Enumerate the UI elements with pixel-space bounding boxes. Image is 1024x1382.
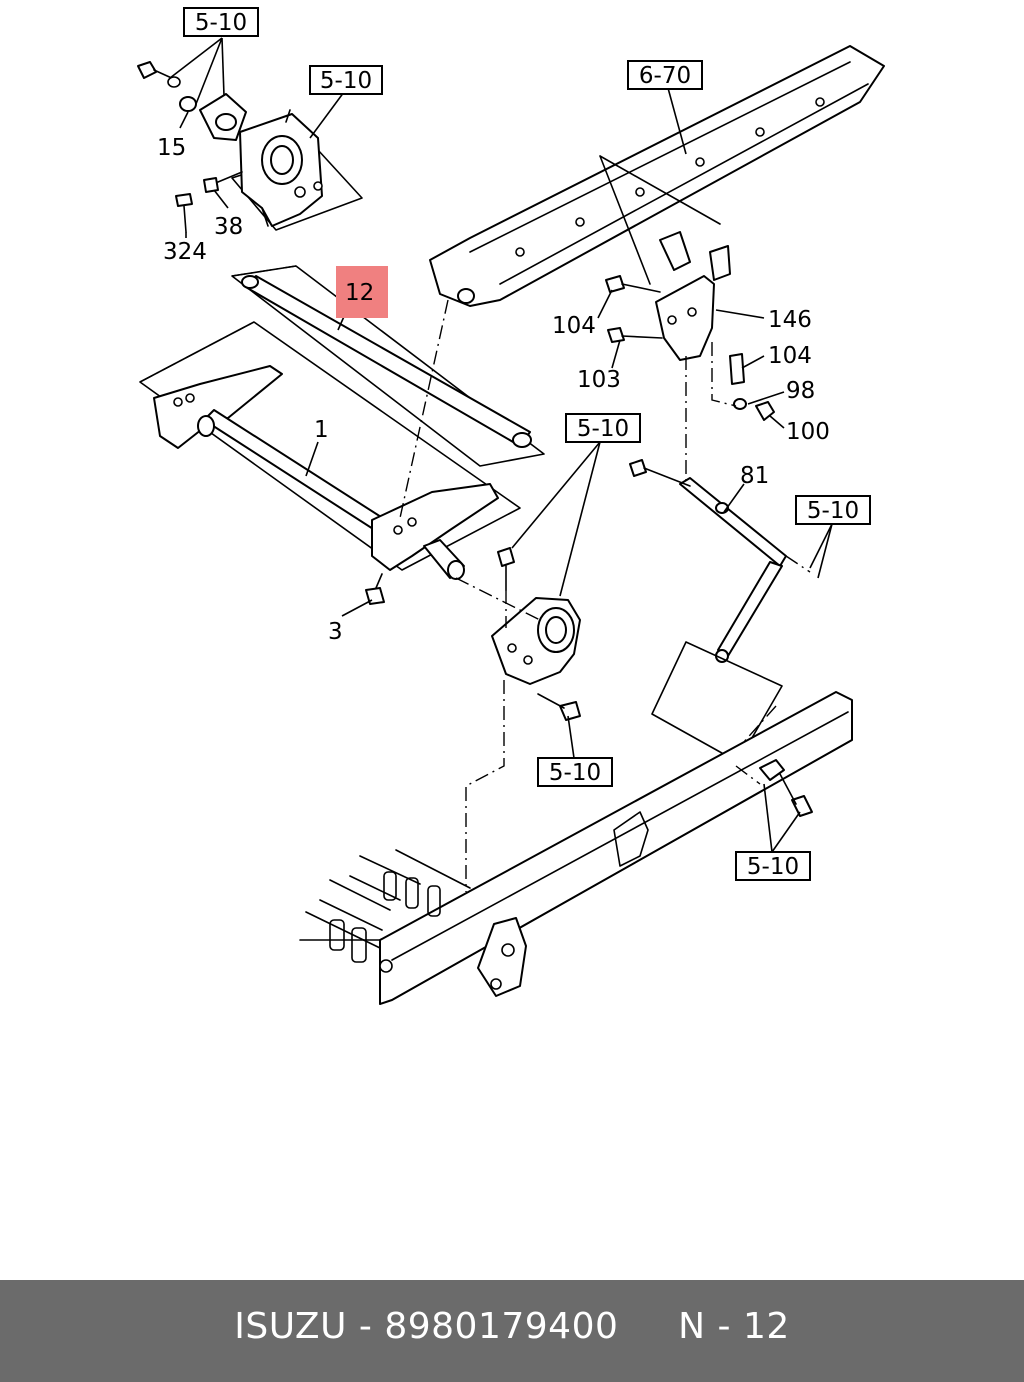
callout-1: 1 (314, 417, 329, 443)
reference-label: 5-10 (807, 498, 859, 524)
part-number: 8980179400 (384, 1306, 619, 1347)
footer-caption: ISUZU - 8980179400 N - 12 (0, 1306, 1024, 1347)
bolts-103-104-fasteners-98-100 (605, 275, 775, 421)
callout-numbers: 15 38 324 12 1 3 104 146 103 104 98 100 … (157, 135, 830, 645)
reference-label: 6-70 (639, 63, 691, 89)
bolt-15-washer (137, 61, 247, 141)
reference-box-center: 5-10 (565, 413, 641, 443)
reference-box-frame: 6-70 (627, 60, 703, 90)
callout-98: 98 (786, 378, 815, 404)
assembly-centerlines (139, 265, 811, 892)
reference-label: 5-10 (577, 416, 629, 442)
part-info-footer: ISUZU - 8980179400 N - 12 (0, 1280, 1024, 1382)
callout-146: 146 (768, 307, 812, 333)
callout-38: 38 (214, 214, 243, 240)
upper-left-bushing-bracket (231, 109, 363, 231)
reference-label: 5-10 (747, 854, 799, 880)
footer-separator: - (705, 1306, 743, 1347)
reference-label: 5-10 (195, 10, 247, 36)
callout-104-lower: 104 (768, 343, 812, 369)
diagram-number: 12 (742, 1306, 790, 1347)
highlight-part-12 (336, 266, 388, 318)
callout-104-upper: 104 (552, 313, 596, 339)
brand-name: ISUZU (234, 1306, 347, 1347)
frame-crossmember (429, 45, 885, 307)
footer-separator: - (346, 1306, 385, 1347)
bracket-part-146 (655, 231, 731, 361)
leader-lines (169, 37, 833, 853)
reference-label: 5-10 (549, 760, 601, 786)
chassis-frame-rail (299, 691, 853, 1005)
reference-box-upper-bracket: 5-10 (309, 65, 383, 95)
callout-12: 12 (345, 280, 374, 306)
reference-box-lower-bracket: 5-10 (537, 757, 613, 787)
reference-box-top-left: 5-10 (183, 7, 259, 37)
link-part-81 (629, 459, 787, 763)
diagram-label: N (678, 1306, 706, 1347)
shaft-part-1 (139, 321, 521, 580)
reference-box-right: 5-10 (795, 495, 871, 525)
callout-103: 103 (577, 367, 621, 393)
reference-box-lower-right: 5-10 (735, 851, 811, 881)
footer-gap (618, 1306, 678, 1347)
callout-100: 100 (786, 419, 830, 445)
callout-81: 81 (740, 463, 769, 489)
callout-3: 3 (328, 619, 343, 645)
parts-diagram: 15 38 324 12 1 3 104 146 103 104 98 100 … (137, 7, 885, 1005)
lower-bushing-bracket (491, 547, 581, 721)
rod-part-12 (231, 265, 545, 467)
bolt-324-nut-38 (175, 171, 243, 233)
bolt-part-3 (365, 573, 385, 605)
callout-15: 15 (157, 135, 186, 161)
callout-324: 324 (163, 239, 207, 265)
reference-label: 5-10 (320, 68, 372, 94)
